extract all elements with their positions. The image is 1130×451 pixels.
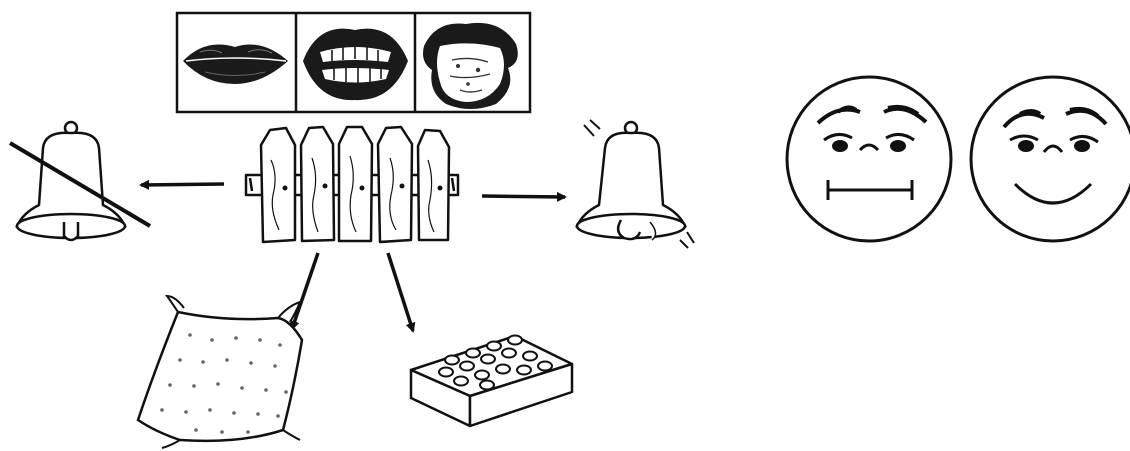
arrow-left bbox=[141, 184, 224, 185]
pillow-icon bbox=[138, 296, 302, 448]
crossed-out-bell-icon bbox=[10, 122, 150, 240]
arrow-right bbox=[482, 196, 565, 197]
arrow-down-left bbox=[292, 253, 318, 329]
ringing-bell-icon bbox=[577, 120, 694, 248]
arrow-down-right bbox=[388, 253, 413, 331]
wooden-fence-icon bbox=[246, 127, 458, 242]
mouth-panels bbox=[177, 13, 530, 112]
smiling-face-icon bbox=[971, 77, 1130, 241]
neutral-face-icon bbox=[787, 77, 951, 241]
brick-icon bbox=[411, 336, 572, 427]
